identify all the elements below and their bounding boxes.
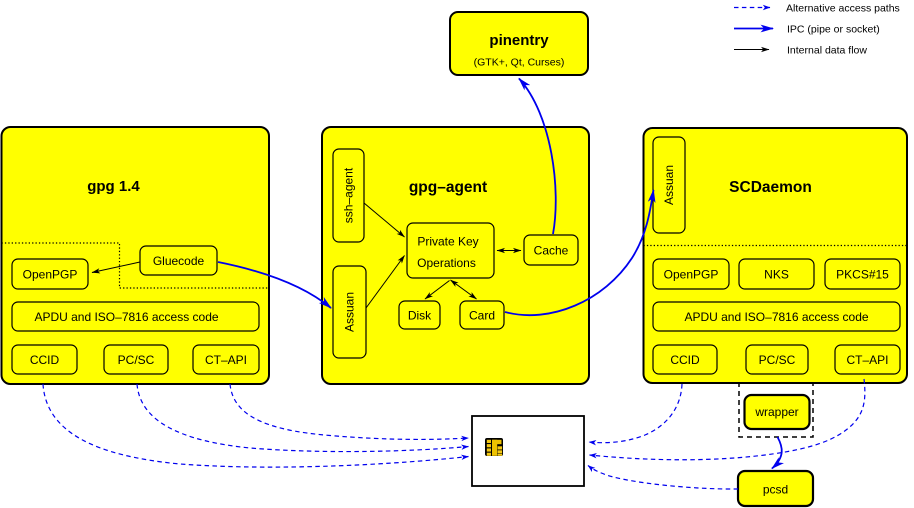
svg-text:Card: Card (469, 309, 495, 323)
svg-text:ssh–agent: ssh–agent (342, 167, 356, 223)
svg-text:pcsd: pcsd (763, 483, 788, 497)
svg-text:SCDaemon: SCDaemon (729, 179, 812, 196)
svg-text:pinentry: pinentry (489, 32, 549, 49)
svg-text:OpenPGP: OpenPGP (664, 268, 719, 282)
svg-text:PC/SC: PC/SC (118, 353, 155, 367)
svg-text:gpg–agent: gpg–agent (409, 179, 487, 196)
svg-text:APDU and ISO–7816 access code: APDU and ISO–7816 access code (684, 310, 868, 324)
svg-text:Operations: Operations (417, 256, 476, 270)
svg-text:wrapper: wrapper (754, 405, 798, 419)
svg-text:NKS: NKS (764, 268, 789, 282)
svg-text:CT–API: CT–API (205, 353, 247, 367)
svg-text:PC/SC: PC/SC (759, 353, 796, 367)
svg-text:APDU and ISO–7816 access code: APDU and ISO–7816 access code (34, 310, 218, 324)
svg-text:OpenPGP: OpenPGP (23, 268, 78, 282)
svg-text:Cache: Cache (534, 244, 569, 258)
svg-text:gpg 1.4: gpg 1.4 (87, 178, 140, 195)
svg-text:CCID: CCID (30, 353, 60, 367)
svg-text:(GTK+, Qt, Curses): (GTK+, Qt, Curses) (474, 57, 565, 69)
svg-text:Internal data flow: Internal data flow (787, 44, 867, 56)
svg-text:Private Key: Private Key (417, 235, 478, 249)
svg-text:CT–API: CT–API (846, 353, 888, 367)
svg-text:Assuan: Assuan (343, 292, 357, 332)
svg-text:Assuan: Assuan (662, 165, 676, 205)
svg-text:Alternative access paths: Alternative access paths (786, 2, 900, 14)
svg-text:Disk: Disk (408, 309, 432, 323)
svg-text:IPC (pipe or socket): IPC (pipe or socket) (787, 23, 880, 35)
svg-text:Gluecode: Gluecode (153, 254, 205, 268)
svg-text:CCID: CCID (670, 353, 700, 367)
svg-text:PKCS#15: PKCS#15 (836, 268, 889, 282)
